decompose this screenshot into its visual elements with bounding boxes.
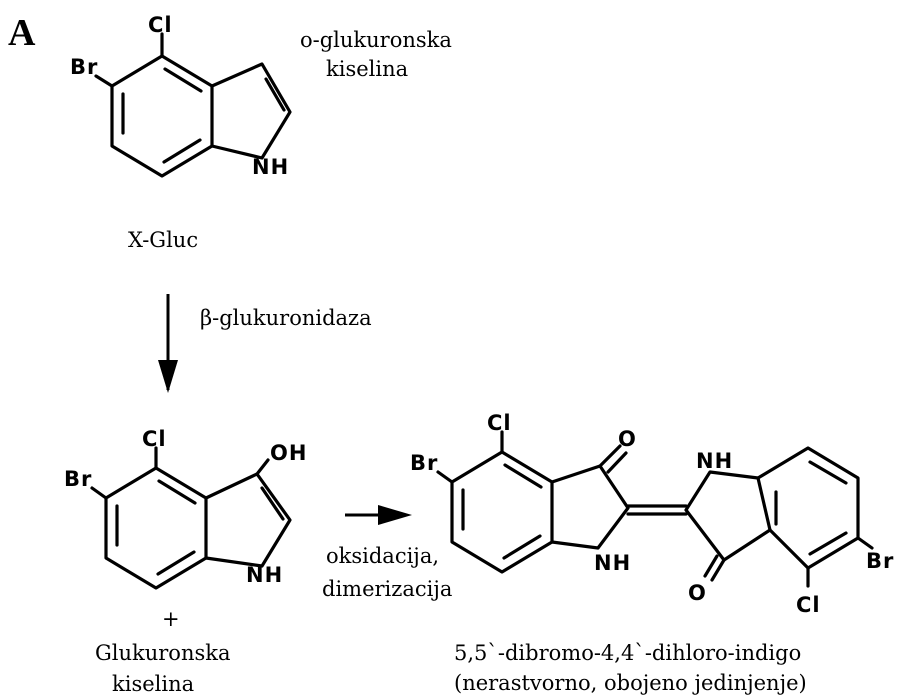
indigo-structure	[436, 430, 874, 588]
indigo-o-right-atom: O	[688, 581, 707, 605]
down-arrow-head	[158, 360, 178, 393]
indoxyl-nh-atom: NH	[246, 563, 283, 587]
reaction-label-line2: dimerizacija	[322, 577, 452, 601]
indigo-br-left-atom: Br	[410, 451, 438, 475]
right-arrow-head	[378, 505, 412, 525]
indoxyl-cl-atom: Cl	[142, 427, 167, 451]
x-gluc-substituent-line1: o-glukuronska	[300, 28, 452, 52]
indigo-cl-right-atom: Cl	[796, 593, 821, 617]
indoxyl-br-atom: Br	[64, 467, 92, 491]
product-name-line1: 5,5`-dibromo-4,4`-dihloro-indigo	[454, 641, 801, 665]
enzyme-label: β-glukuronidaza	[200, 306, 372, 330]
x-gluc-nh-atom: NH	[252, 155, 289, 179]
indigo-nh-right-atom: NH	[696, 449, 733, 473]
indigo-br-right-atom: Br	[866, 549, 894, 573]
x-gluc-br-atom: Br	[70, 55, 98, 79]
plus-sign: +	[162, 607, 180, 631]
x-gluc-substituent-line2: kiselina	[326, 57, 408, 81]
indigo-cl-left-atom: Cl	[487, 411, 512, 435]
x-gluc-name: X-Gluc	[128, 228, 198, 252]
indigo-nh-left-atom: NH	[594, 551, 631, 575]
indoxyl-oh-atom: OH	[270, 441, 307, 465]
panel-label: A	[8, 12, 36, 54]
x-gluc-cl-atom: Cl	[148, 13, 173, 37]
byproduct-line2: kiselina	[112, 672, 194, 696]
byproduct-line1: Glukuronska	[95, 641, 231, 665]
indigo-o-left-atom: O	[618, 427, 637, 451]
indoxyl-structure	[90, 446, 292, 590]
product-name-line2: (nerastvorno, obojeno jedinjenje)	[454, 671, 807, 695]
x-gluc-structure	[94, 32, 292, 178]
reaction-label-line1: oksidacija,	[326, 544, 439, 568]
